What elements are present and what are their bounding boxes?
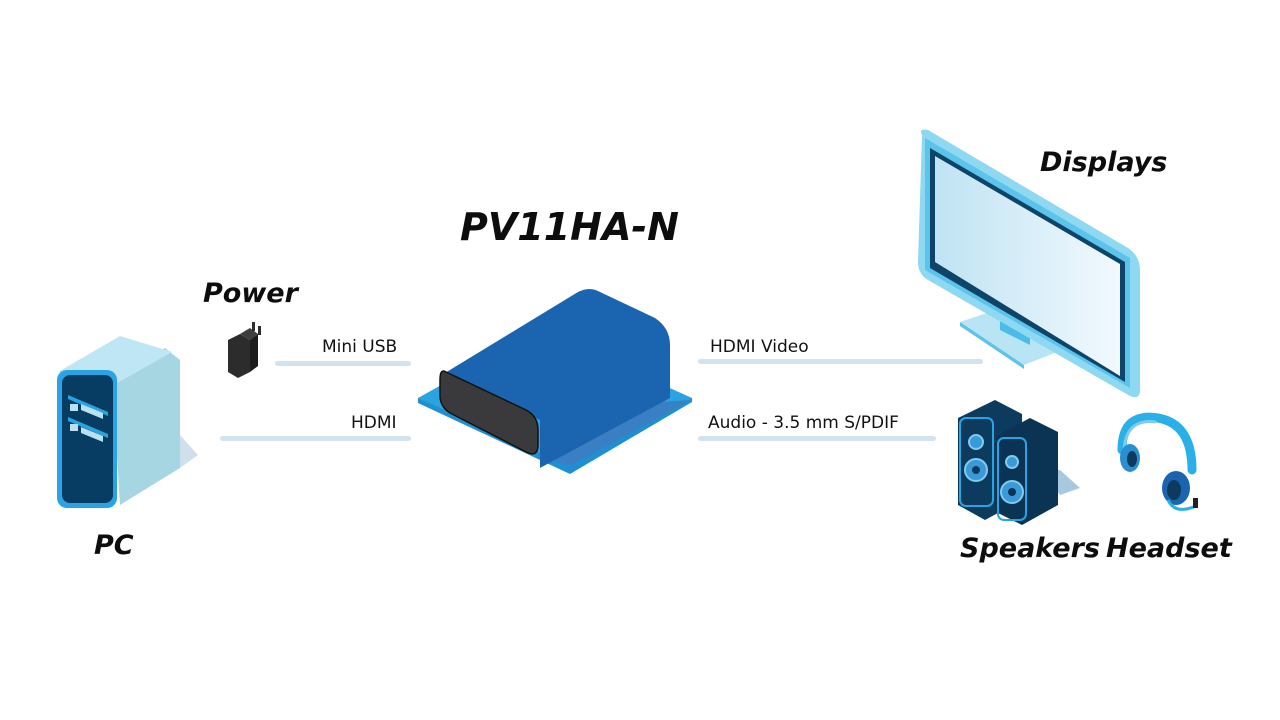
audio-line <box>698 436 936 441</box>
pc-title: PC <box>94 530 134 561</box>
pc-icon <box>57 336 198 508</box>
mini-usb-label: Mini USB <box>322 337 398 357</box>
headset-title: Headset <box>1106 533 1232 564</box>
power-adapter-icon <box>228 322 261 378</box>
mini-usb-line <box>275 361 411 366</box>
audio-label: Audio - 3.5 mm S/PDIF <box>708 413 899 433</box>
speakers-icon <box>958 400 1080 525</box>
power-title: Power <box>203 278 298 309</box>
displays-title: Displays <box>1040 147 1168 178</box>
speakers-title: Speakers <box>960 533 1100 564</box>
hdmi-in-label: HDMI <box>351 413 397 433</box>
hdmi-in-line <box>220 436 411 441</box>
hdmi-video-line <box>698 359 983 364</box>
hdmi-video-label: HDMI Video <box>710 337 809 357</box>
device-title: PV11HA-N <box>460 205 679 249</box>
monitor-icon <box>918 129 1140 398</box>
headset-icon <box>1117 412 1198 511</box>
pv11ha-n-device-icon <box>418 289 692 474</box>
